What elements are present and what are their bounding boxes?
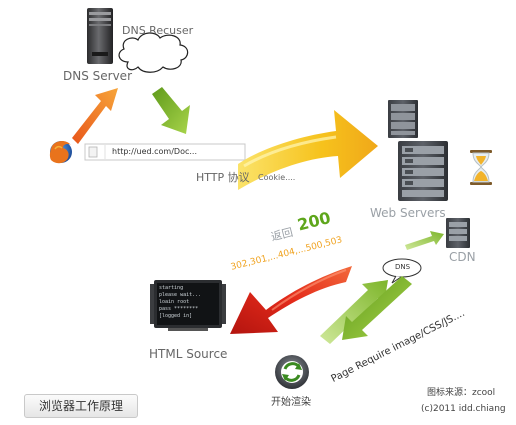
terminal-line: loain root: [159, 299, 190, 305]
terminal-line: please wait...: [159, 292, 202, 298]
cdn-label: CDN: [449, 250, 476, 264]
dns-bubble: [382, 258, 422, 284]
terminal-monitor-icon: [150, 280, 226, 331]
copyright-label: (c)2011 idd.chiang: [421, 404, 506, 414]
cloud-icon: [118, 32, 189, 73]
terminal-output: starting please wait... loain root pass …: [159, 285, 201, 320]
dns-server-label: DNS Server: [63, 69, 132, 83]
hourglass-icon: [470, 150, 492, 185]
dns-recuser-label: DNS Recuser: [122, 24, 194, 37]
http-response-arrow: [230, 266, 352, 334]
dns-request-arrow: [72, 88, 118, 144]
resource-request-arrows: [320, 276, 412, 344]
cdn-arrow: [405, 231, 444, 250]
dns-server-tower-icon: [87, 8, 113, 64]
render-refresh-icon: [275, 355, 309, 389]
web-servers-label: Web Servers: [370, 206, 446, 220]
cdn-server-icon: [446, 218, 470, 248]
web-server-rack-icon: [398, 141, 448, 201]
icon-source-label: 图标来源：zcool: [427, 388, 496, 398]
dns-bubble-label: DNS: [395, 263, 411, 271]
terminal-line: starting: [159, 285, 184, 291]
address-bar: [84, 143, 246, 161]
http-protocol-label: HTTP 协议: [196, 171, 250, 184]
firefox-icon: [49, 140, 72, 164]
html-source-label: HTML Source: [149, 347, 228, 361]
dns-response-arrow: [152, 87, 190, 134]
start-render-label: 开始渲染: [271, 397, 311, 408]
web-server-rack-icon: [388, 100, 418, 138]
terminal-line: pass ********: [159, 306, 199, 312]
cookie-label: Cookie....: [258, 173, 296, 182]
browser-workflow-button[interactable]: 浏览器工作原理: [24, 394, 138, 418]
http-request-arrow: [238, 110, 378, 190]
terminal-line: [logged in]: [159, 313, 193, 319]
url-text: http://ued.com/Doc...: [112, 148, 197, 156]
